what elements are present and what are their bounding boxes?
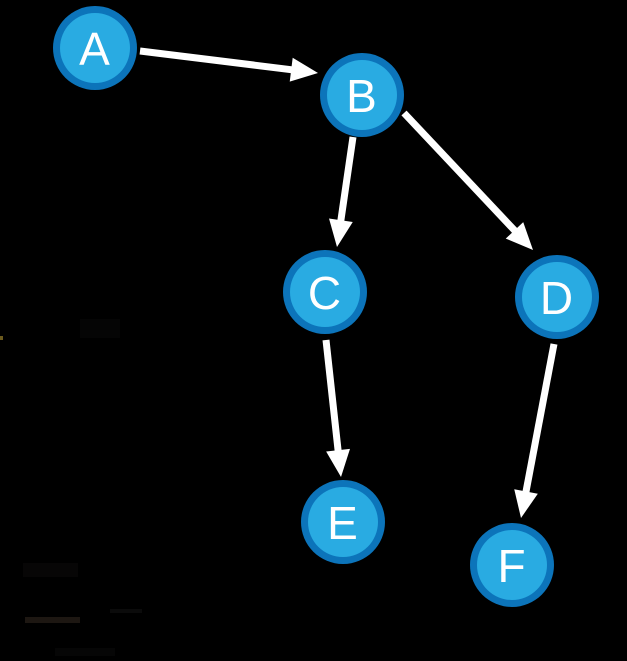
edge-B-C (329, 136, 357, 247)
node-E[interactable]: E (301, 480, 385, 564)
node-label-C: C (308, 267, 342, 319)
node-label-D: D (540, 272, 574, 324)
node-label-E: E (327, 497, 359, 549)
node-fill-C (290, 257, 360, 327)
node-F[interactable]: F (470, 523, 554, 607)
node-C[interactable]: C (283, 250, 367, 334)
node-D[interactable]: D (515, 255, 599, 339)
arrowhead-icon (326, 448, 350, 477)
edge-line-B-D (401, 110, 522, 238)
node-A[interactable]: A (53, 6, 137, 90)
arrowhead-icon (514, 489, 538, 518)
edge-B-D (401, 110, 533, 250)
node-label-F: F (497, 540, 526, 592)
edge-line-B-C (336, 136, 357, 227)
node-fill-B (327, 60, 397, 130)
node-fill-A (60, 13, 130, 83)
edge-line-A-B (139, 47, 298, 74)
arrowhead-icon (289, 57, 318, 82)
node-fill-D (522, 262, 592, 332)
node-fill-E (308, 487, 378, 557)
edge-line-D-F (521, 343, 558, 499)
node-label-A: A (79, 23, 111, 75)
edge-C-E (322, 339, 350, 477)
edge-D-F (514, 343, 558, 518)
node-label-B: B (346, 70, 378, 122)
edge-A-B (139, 47, 318, 82)
node-B[interactable]: B (320, 53, 404, 137)
arrowhead-icon (505, 222, 533, 250)
arrowhead-icon (329, 218, 353, 247)
edge-line-C-E (322, 339, 343, 457)
node-fill-F (477, 530, 547, 600)
